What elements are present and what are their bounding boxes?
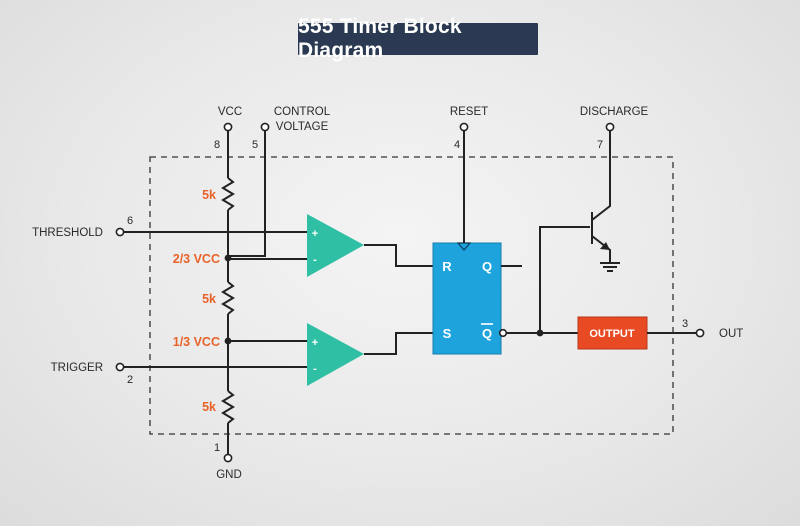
output-block-label: OUTPUT	[589, 328, 635, 340]
resistor-1-value: 5k	[202, 188, 216, 202]
label-out: OUT	[719, 328, 743, 340]
comparator-lower-plus: +	[312, 337, 318, 349]
pin-threshold[interactable]	[115, 227, 125, 237]
discharge-transistor	[591, 131, 620, 272]
label-trigger: TRIGGER	[51, 362, 103, 374]
pin-number-vcc: 8	[214, 139, 220, 151]
pin-reset[interactable]	[459, 122, 469, 132]
label-control-line1: CONTROL	[274, 106, 331, 118]
label-reset: RESET	[450, 106, 488, 118]
node-lower-ref	[224, 337, 232, 345]
pin-trigger[interactable]	[115, 362, 125, 372]
pin-vcc[interactable]	[223, 122, 233, 132]
pin-gnd[interactable]	[223, 453, 233, 463]
flipflop-s-label: S	[443, 326, 452, 341]
pin-discharge[interactable]	[605, 122, 615, 132]
pin-number-gnd: 1	[214, 442, 220, 454]
resistor-3-value: 5k	[202, 400, 216, 414]
resistor-3	[221, 390, 235, 424]
label-gnd: GND	[216, 469, 242, 481]
comparator-upper-minus: -	[313, 254, 317, 266]
comparator-upper-plus: +	[312, 228, 318, 240]
output-stage	[577, 316, 648, 350]
label-vcc: VCC	[218, 106, 242, 118]
comparator-upper	[307, 214, 364, 277]
pin-number-discharge: 7	[597, 139, 603, 151]
ic-boundary	[149, 156, 674, 435]
qbar-inverter-bubble	[498, 328, 508, 338]
pin-control-voltage[interactable]	[260, 122, 270, 132]
label-threshold: THRESHOLD	[32, 227, 103, 239]
resistor-1	[221, 177, 235, 211]
flipflop-q-label: Q	[482, 259, 492, 274]
flipflop-qbar-label: Q	[482, 326, 492, 341]
diagram-title: 555 Timer Block Diagram	[298, 15, 538, 62]
pin-out[interactable]	[695, 328, 705, 338]
comparator-lower	[307, 323, 364, 386]
node-upper-ref	[224, 254, 232, 262]
pin-number-trigger: 2	[127, 374, 133, 386]
resistor-2	[221, 281, 235, 315]
pin-number-threshold: 6	[127, 215, 133, 227]
comparator-lower-minus: -	[313, 363, 317, 375]
resistor-2-value: 5k	[202, 292, 216, 306]
label-upper-ref: 2/3 VCC	[173, 252, 220, 266]
label-discharge: DISCHARGE	[580, 106, 649, 118]
pin-number-control: 5	[252, 139, 258, 151]
flipflop-r-label: R	[442, 259, 452, 274]
label-control-line2: VOLTAGE	[276, 121, 329, 133]
pin-number-out: 3	[682, 318, 688, 330]
pin-number-reset: 4	[454, 139, 460, 151]
resistor-divider	[221, 131, 235, 454]
flip-flop	[432, 242, 502, 355]
label-lower-ref: 1/3 VCC	[173, 335, 220, 349]
